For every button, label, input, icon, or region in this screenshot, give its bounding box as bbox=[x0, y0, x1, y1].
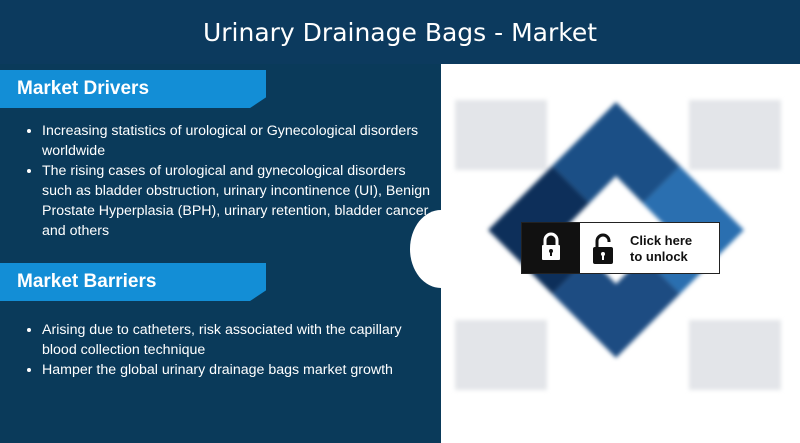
page-header: Urinary Drainage Bags - Market bbox=[0, 0, 800, 64]
lock-closed-icon bbox=[542, 232, 560, 260]
market-barriers-title: Market Barriers bbox=[17, 271, 157, 292]
blurred-card bbox=[689, 320, 781, 390]
unlock-line-1: Click here bbox=[630, 233, 693, 248]
list-item: The rising cases of urological and gynec… bbox=[42, 161, 438, 241]
list-item: Increasing statistics of urological or G… bbox=[42, 121, 438, 161]
list-item: Hamper the global urinary drainage bags … bbox=[42, 360, 438, 380]
left-panel bbox=[0, 64, 441, 443]
market-barriers-list: Arising due to catheters, risk associate… bbox=[22, 320, 438, 380]
page-title: Urinary Drainage Bags - Market bbox=[202, 17, 598, 47]
unlock-line-2: to unlock bbox=[630, 249, 688, 264]
lock-box bbox=[522, 223, 580, 273]
semicircle-divider bbox=[410, 210, 472, 288]
unlock-button[interactable]: Click here to unlock bbox=[521, 222, 720, 274]
market-drivers-list: Increasing statistics of urological or G… bbox=[22, 121, 438, 241]
unlock-label: Click here to unlock bbox=[630, 233, 692, 265]
market-drivers-title: Market Drivers bbox=[17, 78, 150, 99]
market-barriers-heading: Market Barriers bbox=[0, 263, 266, 301]
list-item: Arising due to catheters, risk associate… bbox=[42, 320, 438, 360]
diamond-outline bbox=[483, 97, 749, 363]
lock-open-icon bbox=[593, 233, 613, 264]
market-drivers-heading: Market Drivers bbox=[0, 70, 266, 108]
blurred-card bbox=[455, 100, 547, 170]
blurred-card bbox=[689, 100, 781, 170]
blurred-card bbox=[455, 320, 547, 390]
